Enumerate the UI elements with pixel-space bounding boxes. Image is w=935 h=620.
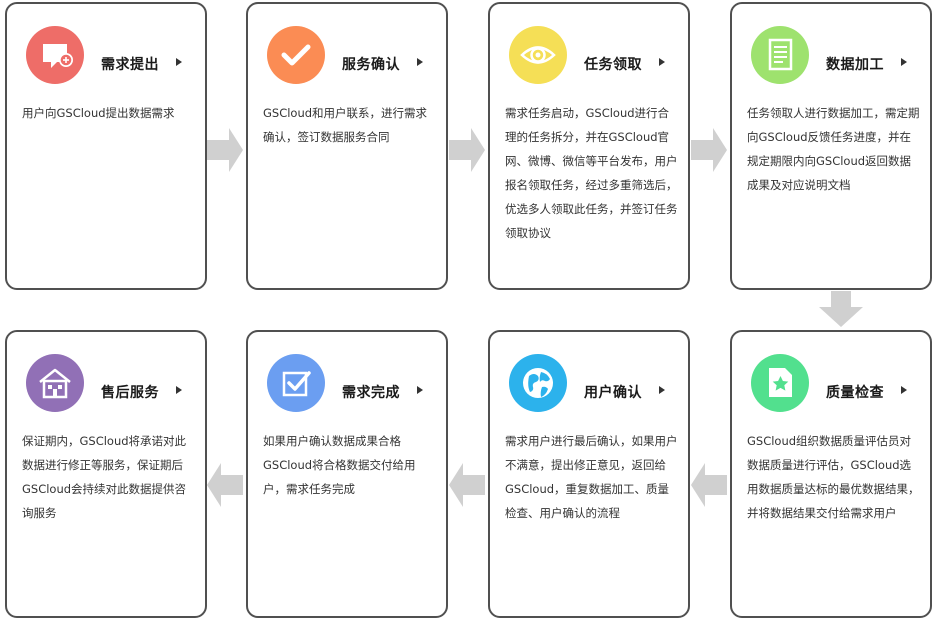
step-card: 用户确认需求用户进行最后确认，如果用户不满意，提出修正意见，返回给GSCloud… xyxy=(488,330,690,618)
checkmark-icon xyxy=(267,26,325,84)
comment-plus-icon xyxy=(26,26,84,84)
caret-right-icon xyxy=(176,58,182,66)
star-document-icon xyxy=(751,354,809,412)
step-card: 服务确认 GSCloud和用户联系，进行需求确认，签订数据服务合同 xyxy=(246,2,448,290)
step-card: 数据加工任务领取人进行数据加工，需定期向GSCloud反馈任务进度，并在规定期限… xyxy=(730,2,932,290)
caret-right-icon xyxy=(176,386,182,394)
arrow-left xyxy=(449,463,485,507)
eye-icon xyxy=(509,26,567,84)
step-description: 任务领取人进行数据加工，需定期向GSCloud反馈任务进度，并在规定期限内向GS… xyxy=(747,106,920,192)
step-card: 售后服务保证期内，GSCloud将承诺对此数据进行修正等服务，保证期后GSClo… xyxy=(5,330,207,618)
arrow-down xyxy=(819,291,863,327)
caret-right-icon xyxy=(659,58,665,66)
step-title: 数据加工 xyxy=(826,57,884,73)
arrow-right xyxy=(691,128,727,172)
arrow-left xyxy=(691,463,727,507)
step-card: 质量检查 GSCloud组织数据质量评估员对数据质量进行评估，GSCloud选用数… xyxy=(730,330,932,618)
step-description: 保证期内，GSCloud将承诺对此数据进行修正等服务，保证期后GSCloud会持… xyxy=(22,434,187,520)
step-card: 需求完成如果用户确认数据成果合格GSCloud将合格数据交付给用户，需求任务完成 xyxy=(246,330,448,618)
globe-icon xyxy=(509,354,567,412)
checkbox-icon xyxy=(267,354,325,412)
document-icon xyxy=(751,26,809,84)
caret-right-icon xyxy=(659,386,665,394)
caret-right-icon xyxy=(901,58,907,66)
step-card: 需求提出用户向GSCloud提出数据需求 xyxy=(5,2,207,290)
step-title: 需求完成 xyxy=(342,385,400,401)
caret-right-icon xyxy=(417,58,423,66)
step-description: GSCloud和用户联系，进行需求确认，签订数据服务合同 xyxy=(263,106,428,144)
step-description: 用户向GSCloud提出数据需求 xyxy=(22,106,175,120)
step-title: 服务确认 xyxy=(342,57,400,73)
caret-right-icon xyxy=(901,386,907,394)
step-title: 用户确认 xyxy=(584,385,642,401)
step-title: 质量检查 xyxy=(826,385,884,401)
caret-right-icon xyxy=(417,386,423,394)
step-card: 任务领取需求任务启动，GSCloud进行合理的任务拆分，并在GSCloud官网、… xyxy=(488,2,690,290)
house-icon xyxy=(26,354,84,412)
step-description: GSCloud组织数据质量评估员对数据质量进行评估，GSCloud选用数据质量达… xyxy=(747,434,920,520)
step-description: 需求用户进行最后确认，如果用户不满意，提出修正意见，返回给GSCloud，重复数… xyxy=(505,434,678,520)
step-description: 如果用户确认数据成果合格GSCloud将合格数据交付给用户，需求任务完成 xyxy=(263,434,416,496)
step-title: 任务领取 xyxy=(584,57,642,73)
step-title: 售后服务 xyxy=(101,385,159,401)
arrow-right xyxy=(207,128,243,172)
step-description: 需求任务启动，GSCloud进行合理的任务拆分，并在GSCloud官网、微博、微… xyxy=(505,106,678,240)
arrow-left xyxy=(207,463,243,507)
arrow-right xyxy=(449,128,485,172)
step-title: 需求提出 xyxy=(101,57,159,73)
